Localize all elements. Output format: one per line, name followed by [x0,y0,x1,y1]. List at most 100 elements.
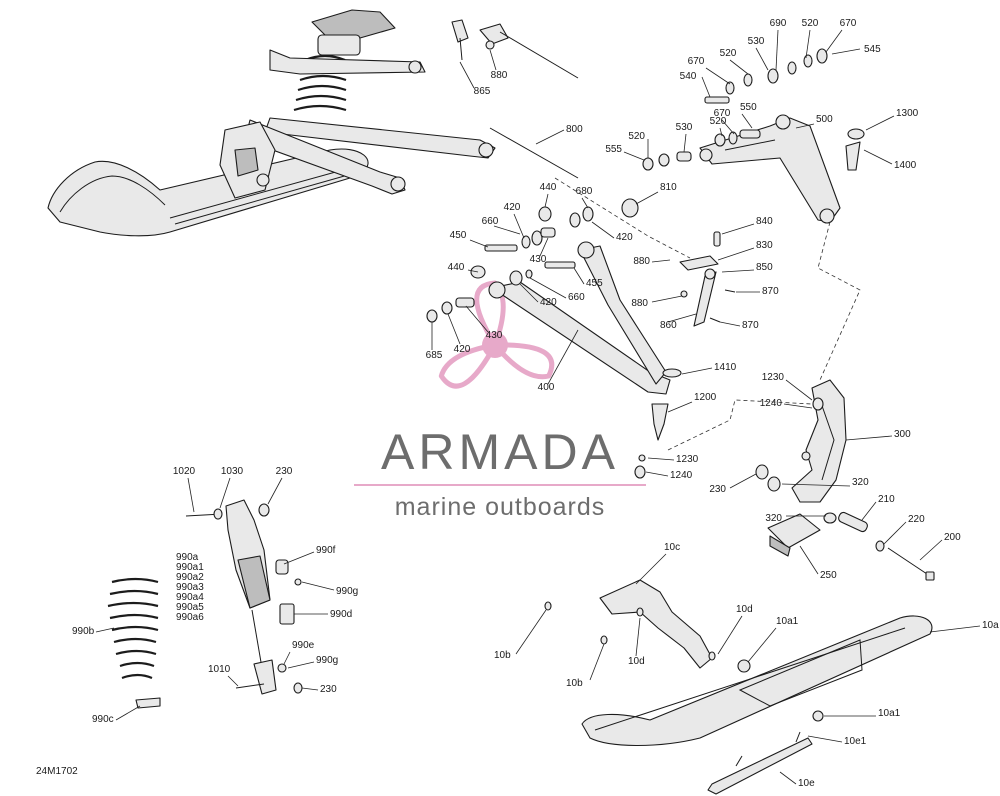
callout-c850: 850 [756,262,773,273]
leader-line-c1400 [863,149,893,165]
leader-line-c530b [683,133,687,153]
callout-c520a: 520 [802,18,819,29]
watermark-brand: ARMADA [381,424,619,480]
leader-line-c840 [721,223,755,235]
callout-c810: 810 [660,182,677,193]
leader-line-c545 [831,48,861,55]
leader-line-c530a [755,47,769,71]
leader-line-c430b [465,305,489,333]
leader-line-c1020 [187,477,195,513]
leader-line-c850 [721,269,755,273]
leader-line-c320a [781,483,851,487]
leader-line-c10c [635,553,667,585]
callout-c990g: 990g [336,586,358,597]
leader-line-c1300 [865,115,895,131]
ski-10a-illustration [544,579,933,795]
leader-line-c990b [95,627,115,633]
callout-c230b: 230 [709,484,726,495]
watermark-rule [354,484,646,486]
leader-line-c250 [799,545,819,575]
callout-c230a: 230 [276,466,293,477]
leader-line-c865 [459,61,475,89]
leader-line-c230b [729,473,757,489]
callout-c1030: 1030 [221,466,244,477]
relation-lines [554,177,861,451]
assembled-suspension-illustration [47,9,496,237]
leader-line-c10e1 [807,735,843,743]
watermark-propeller-hub [482,332,508,358]
callout-c670b: 670 [688,56,705,67]
leader-line-c440b [467,269,479,273]
callout-c990b: 990b [72,626,95,637]
shock-absorber-990-illustration [107,499,303,709]
watermark: ARMADA marine outboards [350,424,650,520]
callout-c300: 300 [894,429,911,440]
callout-c990a: 990a [176,552,199,563]
leader-line-c200 [919,539,943,561]
callout-c210: 210 [878,494,895,505]
leader-line-c500 [795,123,815,129]
leader-line-c1240a [783,403,813,409]
callout-c990a6: 990a6 [176,612,204,623]
bracket-830-860-illustration [679,231,736,327]
callout-c670a: 670 [840,18,857,29]
callout-c10c: 10c [664,542,680,553]
watermark-tagline: marine outboards [394,493,606,521]
callout-c220: 220 [908,514,925,525]
leader-line-c555 [623,151,645,161]
upper-a-arm-500-illustration [642,48,865,224]
leader-line-c830 [717,247,755,261]
callout-c1400: 1400 [894,160,917,171]
callout-c200: 200 [944,532,961,543]
leader-line-c230a [267,477,283,505]
callout-c990e: 990e [292,640,315,651]
callout-c990a1: 990a1 [176,562,204,573]
rod-800-illustration [489,127,579,179]
callout-c450: 450 [450,230,467,241]
callout-c1300: 1300 [896,108,919,119]
leader-line-c520a [805,29,811,59]
leader-line-c810 [635,191,659,205]
callout-c1020: 1020 [173,466,196,477]
callout-c990g2: 990g [316,655,338,666]
leader-line-c440a [544,193,549,208]
callout-c440a: 440 [540,182,557,193]
callout-c400: 400 [538,382,555,393]
callout-c800: 800 [566,124,583,135]
leader-line-c220 [883,521,907,545]
leader-line-c990e [283,651,291,665]
stabilizer-link-illustration [451,19,579,79]
callout-c10b2: 10b [566,678,583,689]
leader-line-c990f [283,551,315,565]
callout-c540: 540 [680,71,697,82]
leader-line-c455 [573,267,585,285]
callout-c1200: 1200 [694,392,717,403]
leader-line-c10a1 [747,627,777,663]
callout-c320b: 320 [765,513,782,524]
callout-c685: 685 [426,350,443,361]
watermark-propeller-blade [492,342,555,380]
callout-c10e: 10e [798,778,815,789]
leader-line-c540 [701,76,711,98]
callout-c420a: 420 [504,202,521,213]
callout-c520c: 520 [628,131,645,142]
callout-c990a5: 990a5 [176,602,204,613]
callout-c990c: 990c [92,714,114,725]
callout-c660b: 660 [568,292,585,303]
leader-line-c1410 [681,367,713,375]
leader-line-c690 [775,29,779,71]
leader-line-c1030 [219,477,231,509]
leader-line-c1240b [645,471,669,477]
callout-c10a1b: 10a1 [878,708,901,719]
leader-line-c10a [929,625,981,633]
leader-line-c660b [529,277,567,299]
callout-c555: 555 [605,144,622,155]
callout-c320a: 320 [852,477,869,488]
leader-line-c420a [513,213,525,239]
callout-c990a2: 990a2 [176,572,204,583]
callout-c10d: 10d [736,604,753,615]
leader-line-c10e [779,771,797,785]
leader-line-c300 [845,435,893,441]
callout-c880c: 880 [631,298,648,309]
